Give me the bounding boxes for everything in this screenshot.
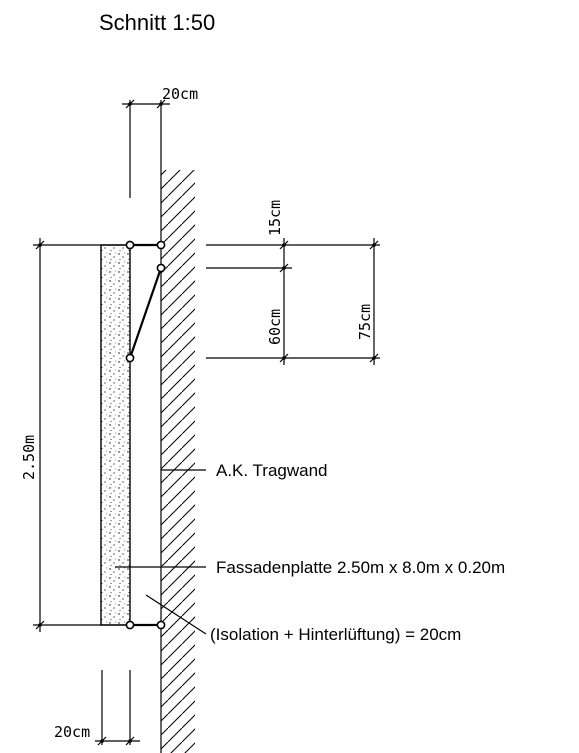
drawing-title: Schnitt 1:50: [99, 10, 215, 35]
bearing-wall: [160, 170, 195, 753]
anchor-brackets: [125, 240, 166, 630]
panel-label: Fassadenplatte 2.50m x 8.0m x 0.20m: [216, 558, 505, 577]
panel-height-label: 2.50m: [20, 435, 38, 480]
top-gap-label: 20cm: [162, 85, 198, 103]
panel-height-dimension: 2.50m: [20, 238, 130, 632]
wall-label: A.K. Tragwand: [216, 461, 328, 480]
annotations: A.K. Tragwand Fassadenplatte 2.50m x 8.0…: [115, 461, 505, 644]
top-gap-dimension: 20cm: [122, 85, 198, 198]
anchor-dimensions: 15cm 60cm 75cm: [206, 200, 380, 365]
lower-anchor-label: 60cm: [266, 309, 284, 345]
bottom-gap-dimension: 20cm: [54, 670, 140, 746]
facade-panel: [100, 244, 131, 626]
bottom-gap-label: 20cm: [54, 723, 90, 741]
upper-anchor-label: 15cm: [266, 200, 284, 236]
gap-label: (Isolation + Hinterlüftung) = 20cm: [210, 625, 461, 644]
anchor-total-label: 75cm: [356, 304, 374, 340]
